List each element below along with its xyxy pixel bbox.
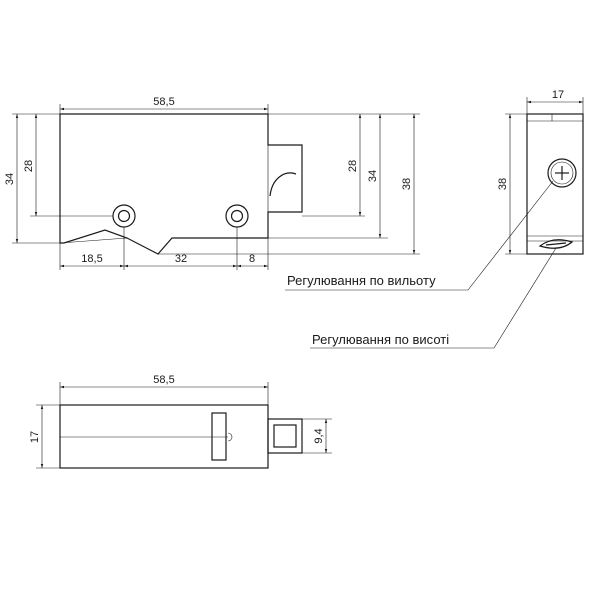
side-view: 17 38 xyxy=(497,89,584,255)
callout-depth: Регулювання по вильоту xyxy=(285,180,554,291)
dim-front-right-34: 34 xyxy=(367,170,379,182)
dim-front-width: 58,5 xyxy=(153,96,174,108)
callout-height: Регулювання по висоті xyxy=(310,247,557,349)
dim-bottom-tab: 9,4 xyxy=(313,428,325,443)
callout-height-label: Регулювання по висоті xyxy=(312,332,449,347)
front-view: 58,5 34 28 28 34 38 18,5 32 8 xyxy=(4,96,420,270)
bottom-view: 58,5 17 9,4 xyxy=(29,374,332,469)
dim-front-hole-spacing: 32 xyxy=(175,253,187,265)
dim-bottom-height: 17 xyxy=(29,431,41,443)
dim-bottom-width: 58,5 xyxy=(153,374,174,386)
mounting-hole-left xyxy=(112,204,136,228)
callout-depth-label: Регулювання по вильоту xyxy=(287,273,436,288)
dim-front-offset-right: 8 xyxy=(249,253,255,265)
dim-side-width: 17 xyxy=(552,89,564,101)
dim-front-total-height: 38 xyxy=(401,178,413,190)
mounting-hole-right xyxy=(225,204,249,228)
dim-front-height-outer: 34 xyxy=(4,173,16,185)
phillips-screw-icon xyxy=(547,158,577,188)
dim-side-height: 38 xyxy=(497,178,509,190)
dim-front-right-28: 28 xyxy=(347,160,359,172)
slotted-screw-icon xyxy=(538,239,574,249)
dim-front-offset-left: 18,5 xyxy=(81,253,102,265)
dim-front-height-inner: 28 xyxy=(23,160,35,172)
